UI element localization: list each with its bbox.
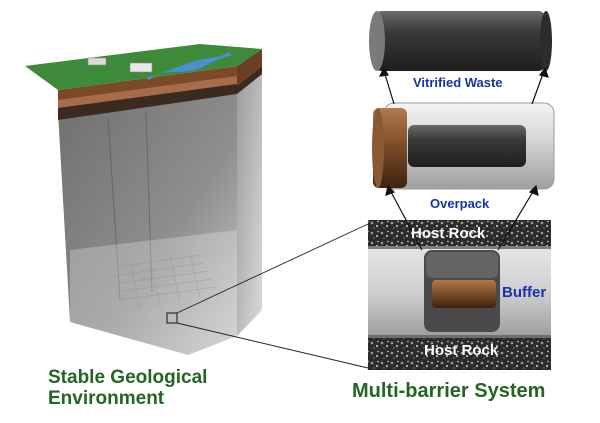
buffer-highlight (426, 252, 498, 278)
zoom-arrows-upper (378, 66, 549, 105)
canister-body (374, 11, 546, 71)
sediment-layer (58, 76, 237, 108)
leader-line-bottom (176, 322, 369, 369)
multibarrier-system-label: Multi-barrier System (352, 380, 546, 402)
zoom-arrows-lower (385, 184, 539, 251)
tunnel-edge (368, 246, 551, 249)
overpack-assembly (372, 102, 555, 190)
leader-line-top (176, 223, 369, 314)
access-shaft (107, 117, 121, 301)
block-haze (70, 230, 237, 355)
multibarrier-section (368, 220, 551, 370)
canister-end (369, 11, 385, 71)
river (146, 52, 232, 80)
vitrified-waste-label: Vitrified Waste (413, 75, 503, 90)
overpack-in-buffer (432, 280, 496, 308)
facility-building (87, 57, 107, 66)
canister-end (540, 11, 552, 71)
stable-geological-label: Stable Geological (48, 367, 208, 388)
zoom-marker (166, 312, 178, 324)
dark-layer (58, 84, 237, 120)
overpack-label: Overpack (430, 196, 490, 211)
environment-label: Environment (48, 388, 165, 409)
buffer-label: Buffer (502, 284, 547, 301)
repository-tunnels (109, 252, 217, 311)
tunnel-edge (368, 335, 551, 338)
vitrified-waste-canister (369, 11, 552, 71)
overpack-inner-canister (408, 125, 526, 167)
block-side-face (237, 64, 262, 336)
block-front-face (58, 84, 237, 355)
soil-layer-side (237, 49, 262, 86)
overpack-flange-face (372, 108, 384, 188)
facility-building (129, 62, 153, 73)
host-rock-top-label: Host Rock (411, 225, 486, 242)
dark-layer-side (237, 66, 262, 94)
host-rock-bottom-label: Host Rock (424, 342, 499, 359)
geological-block (25, 44, 262, 355)
